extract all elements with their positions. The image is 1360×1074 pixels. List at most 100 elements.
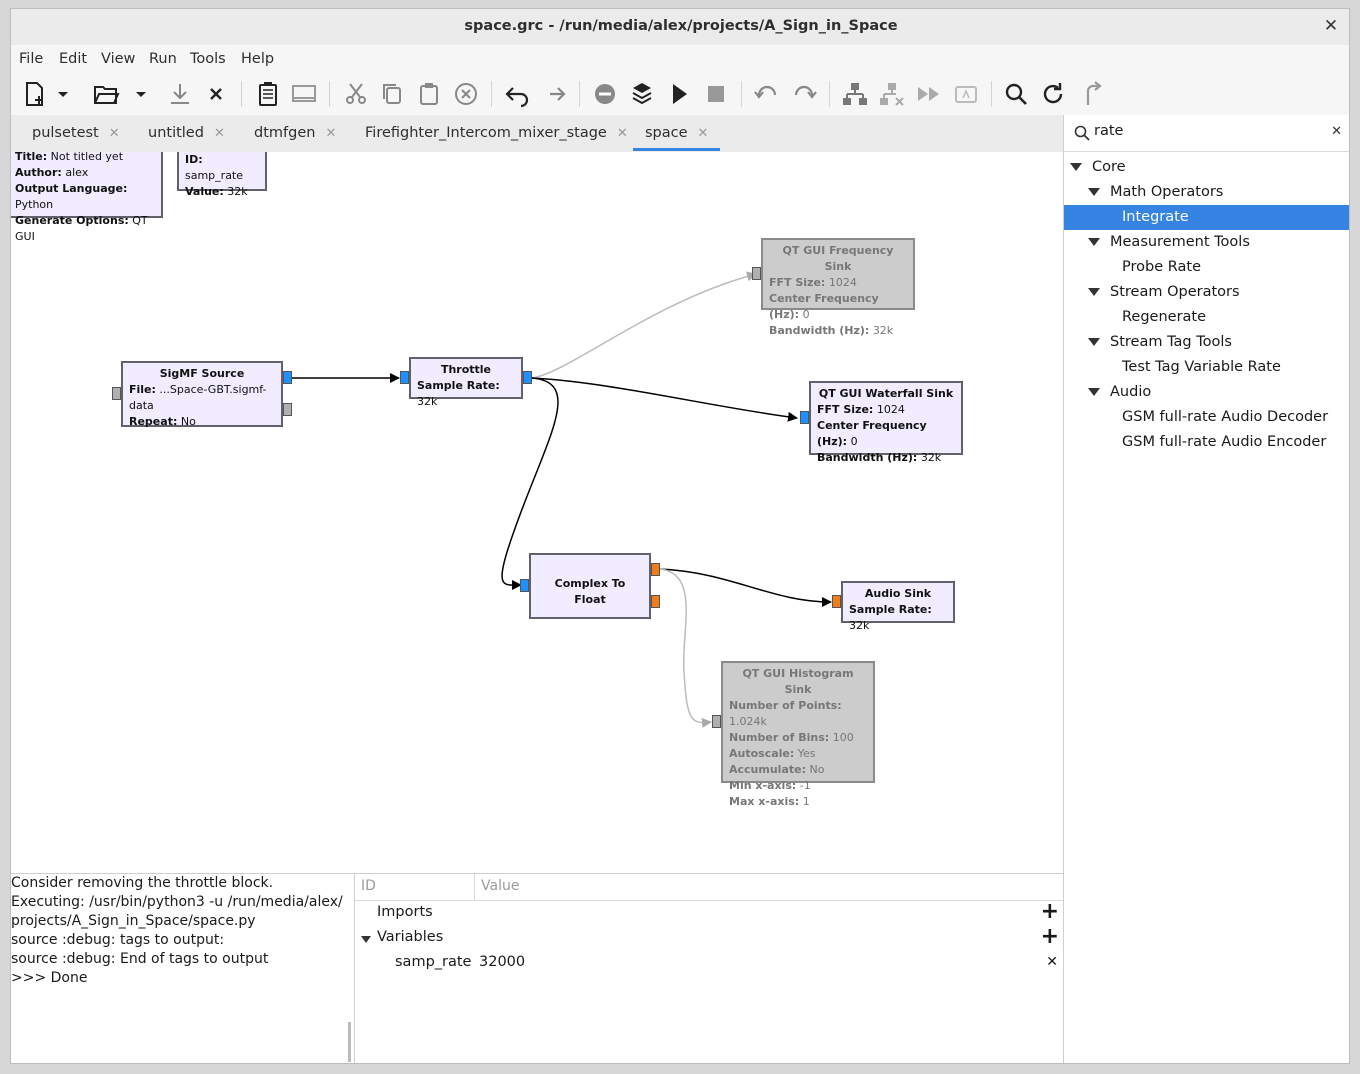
imports-row[interactable]: Imports + — [355, 899, 1064, 928]
tree-category-stream-ops[interactable]: Stream Operators — [1064, 280, 1349, 305]
throttle-block[interactable]: Throttle Sample Rate: 32k — [409, 357, 523, 408]
input-port[interactable] — [112, 387, 121, 400]
tab-pulsetest[interactable]: pulsetest✕ — [32, 115, 120, 151]
tree-item-gsm-encoder[interactable]: GSM full-rate Audio Encoder — [1064, 430, 1349, 455]
cut-icon[interactable] — [341, 79, 371, 109]
waterfall-sink-block[interactable]: QT GUI Waterfall Sink FFT Size: 1024 Cen… — [809, 381, 963, 464]
menu-file[interactable]: File — [19, 51, 44, 67]
input-port[interactable] — [752, 267, 761, 280]
variables-row[interactable]: Variables + — [355, 924, 1064, 953]
tree-category-measurement[interactable]: Measurement Tools — [1064, 230, 1349, 255]
expander-icon[interactable] — [1088, 388, 1100, 396]
histogram-sink-block[interactable]: QT GUI Histogram Sink Number of Points: … — [721, 661, 875, 808]
tree-category-tag-tools[interactable]: Stream Tag Tools — [1064, 330, 1349, 355]
disable-block-icon[interactable] — [590, 79, 620, 109]
undo-icon[interactable] — [502, 79, 532, 109]
tab-dtmfgen[interactable]: dtmfgen ✕ — [254, 115, 336, 151]
tree-item-regenerate[interactable]: Regenerate — [1064, 305, 1349, 330]
print-icon[interactable] — [253, 79, 283, 109]
redo-icon[interactable] — [539, 79, 569, 109]
sigmf-source-block[interactable]: SigMF Source File: ...Space-GBT.sigmf-da… — [121, 361, 283, 428]
complex-to-float-block[interactable]: Complex To Float — [529, 553, 651, 619]
menu-help[interactable]: Help — [241, 51, 275, 67]
delete-icon[interactable] — [451, 79, 481, 109]
screenshot-icon[interactable] — [951, 79, 981, 109]
tab-close-icon[interactable]: ✕ — [108, 126, 120, 141]
add-icon[interactable]: + — [1040, 899, 1059, 924]
find-icon[interactable] — [1001, 79, 1031, 109]
tree-category-math[interactable]: Math Operators — [1064, 180, 1349, 205]
output-port[interactable] — [283, 403, 292, 416]
input-port[interactable] — [520, 579, 529, 592]
menu-run[interactable]: Run — [149, 51, 177, 67]
expander-icon[interactable] — [1088, 288, 1100, 296]
flowgraph-canvas[interactable]: Title: Not titled yet Author: alex Outpu… — [11, 152, 1063, 873]
tab-space[interactable]: space✕ — [633, 115, 721, 151]
input-port[interactable] — [712, 715, 721, 728]
expander-icon[interactable] — [1088, 238, 1100, 246]
window-close-button[interactable]: ✕ — [1323, 16, 1339, 36]
tree-item-integrate[interactable]: Integrate — [1064, 205, 1349, 230]
param-label: Autoscale: — [729, 747, 795, 760]
variable-row[interactable]: samp_rate 32000 ✕ — [355, 953, 1064, 978]
add-icon[interactable]: + — [1040, 924, 1059, 949]
stop-icon[interactable] — [701, 79, 731, 109]
clear-search-icon[interactable]: ✕ — [1331, 124, 1342, 139]
console-output[interactable]: Consider removing the throttle block. Ex… — [11, 874, 351, 1063]
tree-item-gsm-decoder[interactable]: GSM full-rate Audio Decoder — [1064, 405, 1349, 430]
menu-tools[interactable]: Tools — [190, 51, 226, 67]
tree-item-probe-rate[interactable]: Probe Rate — [1064, 255, 1349, 280]
freq-sink-block[interactable]: QT GUI Frequency Sink FFT Size: 1024 Cen… — [761, 238, 915, 337]
column-id[interactable]: ID — [361, 878, 376, 894]
console-scrollbar[interactable] — [348, 1022, 351, 1062]
output-port[interactable] — [651, 563, 660, 576]
tab-firefighter[interactable]: Firefighter_Intercom_mixer_stage✕ — [365, 115, 628, 151]
tab-close-icon[interactable]: ✕ — [697, 126, 709, 141]
remove-hier-icon[interactable] — [877, 79, 907, 109]
remove-icon[interactable]: ✕ — [1046, 954, 1058, 970]
expander-icon[interactable] — [1070, 163, 1082, 171]
execute-icon[interactable] — [664, 79, 694, 109]
variable-block[interactable]: ID: samp_rate Value: 32k — [177, 152, 267, 198]
new-file-icon[interactable] — [19, 79, 49, 109]
input-port[interactable] — [832, 595, 841, 608]
tab-close-icon[interactable]: ✕ — [325, 126, 337, 141]
close-icon[interactable] — [201, 79, 231, 109]
expander-icon[interactable] — [1088, 338, 1100, 346]
reload-icon[interactable] — [1038, 79, 1068, 109]
tab-untitled[interactable]: untitled✕ — [148, 115, 225, 151]
create-hier-icon[interactable] — [840, 79, 870, 109]
tree-category-core[interactable]: Core — [1064, 155, 1349, 180]
tab-close-icon[interactable]: ✕ — [213, 126, 225, 141]
tree-item-test-tag-variable-rate[interactable]: Test Tag Variable Rate — [1064, 355, 1349, 380]
menu-edit[interactable]: Edit — [59, 51, 88, 67]
paste-icon[interactable] — [414, 79, 444, 109]
open-folder-icon[interactable] — [91, 79, 121, 109]
variable-value[interactable]: 32000 — [479, 954, 526, 970]
expander-icon[interactable] — [361, 936, 371, 943]
column-value[interactable]: Value — [481, 878, 520, 894]
output-port[interactable] — [523, 371, 532, 384]
copy-icon[interactable] — [377, 79, 407, 109]
expander-icon[interactable] — [1088, 188, 1100, 196]
rotate-cw-icon[interactable] — [789, 79, 819, 109]
save-icon[interactable] — [165, 79, 195, 109]
menu-view[interactable]: View — [101, 51, 136, 67]
tree-category-audio[interactable]: Audio — [1064, 380, 1349, 405]
tab-close-icon[interactable]: ✕ — [616, 126, 628, 141]
forward-icon[interactable] — [914, 79, 944, 109]
tab-label: dtmfgen — [254, 125, 316, 141]
dropdown-arrow-icon[interactable] — [133, 79, 149, 109]
audio-sink-block[interactable]: Audio Sink Sample Rate: 32k — [841, 581, 955, 632]
output-port[interactable] — [283, 371, 292, 384]
options-block[interactable]: Title: Not titled yet Author: alex Outpu… — [11, 152, 163, 243]
dropdown-arrow-icon[interactable] — [55, 79, 71, 109]
screenshot-icon[interactable] — [289, 79, 319, 109]
output-port[interactable] — [651, 595, 660, 608]
bypass-block-icon[interactable] — [627, 79, 657, 109]
input-port[interactable] — [800, 411, 809, 424]
rotate-ccw-icon[interactable] — [752, 79, 782, 109]
search-input[interactable]: rate — [1094, 123, 1124, 139]
input-port[interactable] — [400, 371, 409, 384]
refresh-icon[interactable] — [1077, 79, 1107, 109]
